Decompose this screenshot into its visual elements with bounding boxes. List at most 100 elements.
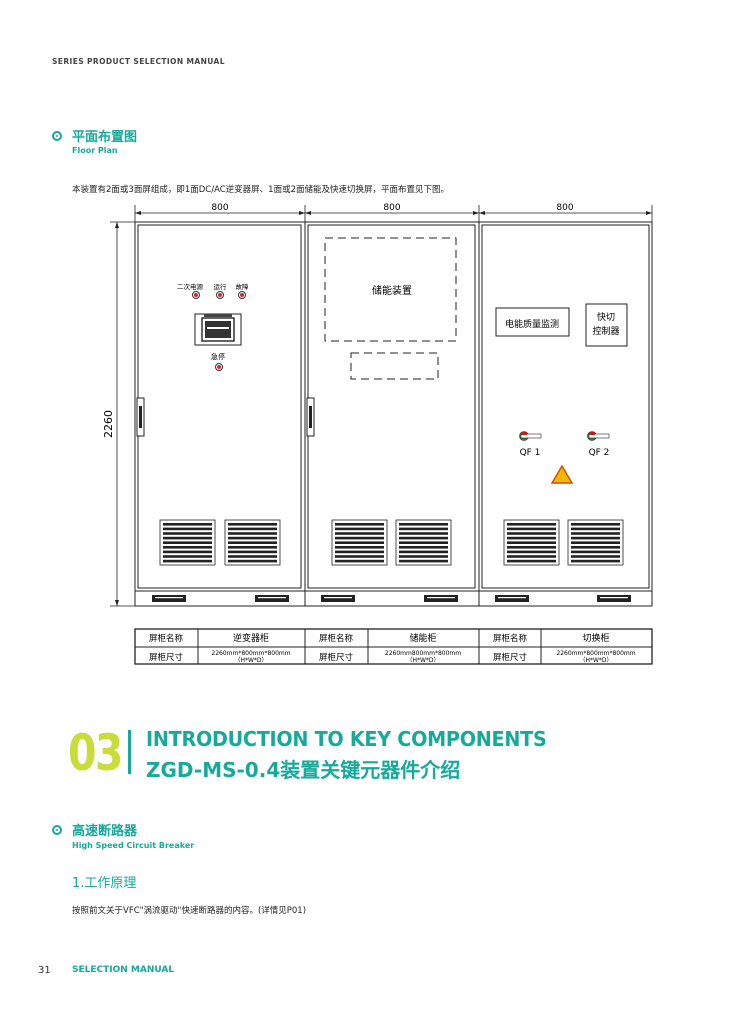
table-name-inverter: 逆变器柜: [233, 632, 269, 644]
vent-slat: [399, 550, 448, 554]
vent-slat: [228, 555, 277, 558]
table-size-header-1: 屏柜尺寸: [149, 652, 184, 663]
vent-slat: [163, 541, 212, 544]
storage-sub-box: [350, 352, 439, 380]
vent-slat: [335, 523, 384, 526]
vent-slat: [399, 541, 448, 544]
table-dims-note-1: （H*W*D）: [234, 657, 267, 664]
table-name-header-2: 屏柜名称: [319, 633, 354, 644]
section-bullet-icon: [52, 131, 62, 141]
section-divider-bar: [128, 730, 131, 774]
table-size-header-2: 屏柜尺寸: [319, 652, 354, 663]
vent-slat: [399, 546, 448, 549]
vent-slat: [507, 546, 556, 549]
vent-slat: [571, 527, 620, 531]
floor-plan-intro: 本装置有2面或3面屏组成，即1面DC/AC逆变器屏、1面或2面储能及快速切换屏，…: [72, 185, 449, 195]
table-name-storage: 储能柜: [409, 632, 436, 644]
table-size-storage: 2260mm800mm*800mm: [385, 650, 461, 657]
vent-slat: [335, 536, 384, 540]
indicator-lamps: [192, 291, 246, 299]
section-bullet-icon: [52, 825, 62, 835]
table-name-switch: 切换柜: [582, 632, 609, 644]
cabinet-spec-table: [134, 628, 653, 665]
vent-slat: [399, 559, 448, 563]
vent-slat: [399, 532, 448, 535]
storage-device-box: [324, 237, 457, 342]
estop-label: 急停: [211, 352, 225, 361]
section-title-en: INTRODUCTION TO KEY COMPONENTS: [146, 727, 547, 751]
breaker-switch-qf1: [519, 431, 542, 441]
vent-slat: [163, 527, 212, 531]
vent-slat: [163, 546, 212, 549]
vent-slat: [228, 550, 277, 554]
fast-switch-label-1: 快切: [597, 311, 615, 323]
vent-slat: [507, 555, 556, 558]
table-name-header-3: 屏柜名称: [493, 633, 528, 644]
section-title-cn: ZGD-MS-0.4装置关键元器件介绍: [146, 758, 461, 782]
vent-slat: [228, 541, 277, 544]
warning-triangle-icon: [550, 464, 574, 484]
vent-slat: [571, 536, 620, 540]
table-size-switch: 2260mm*800mm*800mm: [556, 650, 635, 657]
fast-switch-label-2: 控制器: [592, 325, 619, 337]
section-number: 03: [68, 724, 123, 782]
vent-slat: [399, 523, 448, 526]
fast-switch-controller-box: [585, 303, 628, 347]
floor-plan-subtitle: Floor Plan: [72, 146, 118, 155]
vent-slat: [507, 550, 556, 554]
storage-device-label: 储能装置: [372, 284, 412, 297]
vent-slat: [571, 550, 620, 554]
vent-slat: [507, 532, 556, 535]
vent-slat: [571, 555, 620, 558]
breaker-switch-qf2: [587, 431, 610, 441]
vent-slat: [571, 546, 620, 549]
vent-slat: [335, 527, 384, 531]
vent-slat: [163, 559, 212, 563]
cabinet-outline-2: [304, 221, 480, 592]
vent-slat: [163, 532, 212, 535]
working-principle-heading: 1.工作原理: [72, 876, 137, 891]
working-principle-text: 按照前文关于VFC"涡流驱动"快速断路器的内容。(详情见P01): [72, 906, 307, 916]
hmi-screen: [194, 313, 242, 346]
table-dims-note-2: （H*W*D）: [406, 657, 439, 664]
series-header: SERIES PRODUCT SELECTION MANUAL: [52, 57, 225, 66]
indicator-label-run: 运行: [214, 282, 228, 291]
qf1-label: QF 1: [520, 448, 541, 458]
width-label-2: 800: [383, 203, 400, 213]
floor-plan-title: 平面布置图: [72, 130, 138, 145]
table-dims-note-3: （H*W*D）: [579, 657, 612, 664]
pq-monitor-label: 电能质量监测: [505, 318, 559, 330]
width-label-3: 800: [556, 203, 573, 213]
vent-slat: [571, 532, 620, 535]
vent-slat: [228, 527, 277, 531]
vent-slat: [163, 555, 212, 558]
vent-slat: [163, 523, 212, 526]
height-label: 2260: [102, 410, 115, 438]
vent-slat: [399, 527, 448, 531]
vent-slat: [571, 559, 620, 563]
hscb-subtitle: High Speed Circuit Breaker: [72, 841, 195, 850]
vent-slat: [507, 536, 556, 540]
estop-button: [215, 363, 223, 371]
hscb-title: 高速断路器: [72, 824, 138, 839]
vent-slat: [228, 546, 277, 549]
vent-slat: [571, 523, 620, 526]
qf2-label: QF 2: [589, 448, 610, 458]
vent-slat: [163, 550, 212, 554]
vent-slat: [335, 550, 384, 554]
vent-slat: [399, 536, 448, 540]
footer-label: SELECTION MANUAL: [72, 965, 175, 975]
vent-slat: [335, 546, 384, 549]
table-size-inverter: 2260mm*800mm*800mm: [211, 650, 290, 657]
vent-slat: [228, 532, 277, 535]
pq-monitor-box: [495, 307, 570, 337]
table-size-header-3: 屏柜尺寸: [493, 652, 528, 663]
vent-slat: [335, 532, 384, 535]
vent-slat: [228, 536, 277, 540]
vent-slat: [335, 541, 384, 544]
indicator-label-power: 二次电源: [177, 282, 204, 291]
table-name-header-1: 屏柜名称: [149, 633, 184, 644]
vent-slat: [507, 559, 556, 563]
vent-slat: [228, 559, 277, 563]
width-label-1: 800: [211, 203, 228, 213]
